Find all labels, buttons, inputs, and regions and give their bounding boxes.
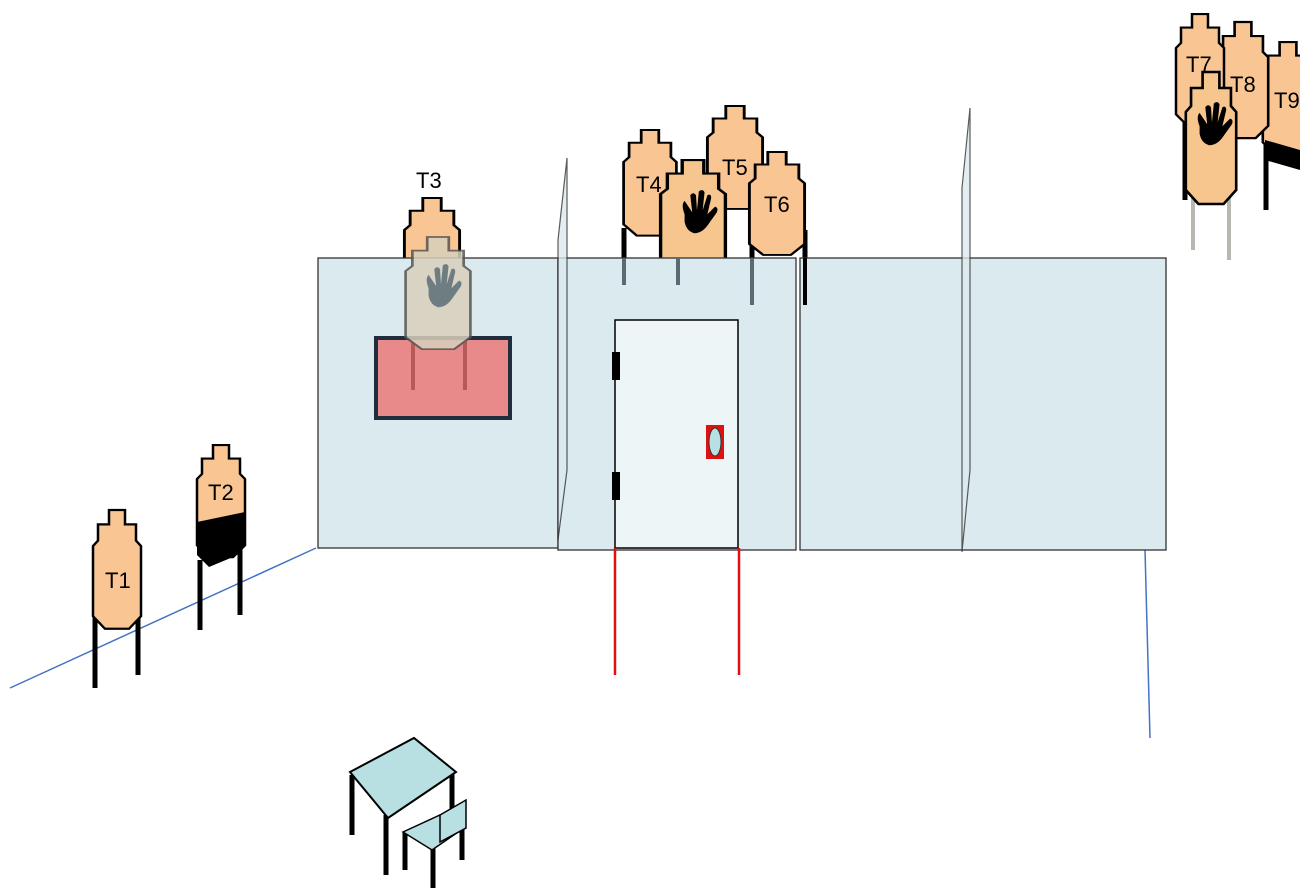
panel-left	[557, 157, 568, 541]
door-hinge-bottom	[612, 472, 620, 500]
chair	[401, 798, 467, 888]
label-t8: T8	[1230, 72, 1256, 97]
label-t5: T5	[722, 155, 748, 180]
label-t3: T3	[416, 168, 442, 193]
no-shoot-window	[404, 235, 472, 390]
door-hinge-top	[612, 352, 620, 380]
label-t1: T1	[105, 568, 131, 593]
label-t2: T2	[208, 480, 234, 505]
target-t9	[1261, 40, 1300, 210]
table	[348, 736, 458, 875]
boundary-line-right	[1144, 549, 1151, 739]
label-t9: T9	[1274, 88, 1300, 113]
target-t1	[91, 508, 143, 688]
panel-right	[961, 107, 971, 553]
no-shoot-top-right	[1184, 70, 1238, 260]
label-t4: T4	[636, 172, 662, 197]
label-t6: T6	[764, 192, 790, 217]
target-t2	[195, 443, 247, 630]
wall-right	[799, 257, 1167, 551]
window	[374, 336, 512, 420]
label-t7: T7	[1186, 52, 1212, 77]
boundary-line-left	[9, 547, 317, 689]
